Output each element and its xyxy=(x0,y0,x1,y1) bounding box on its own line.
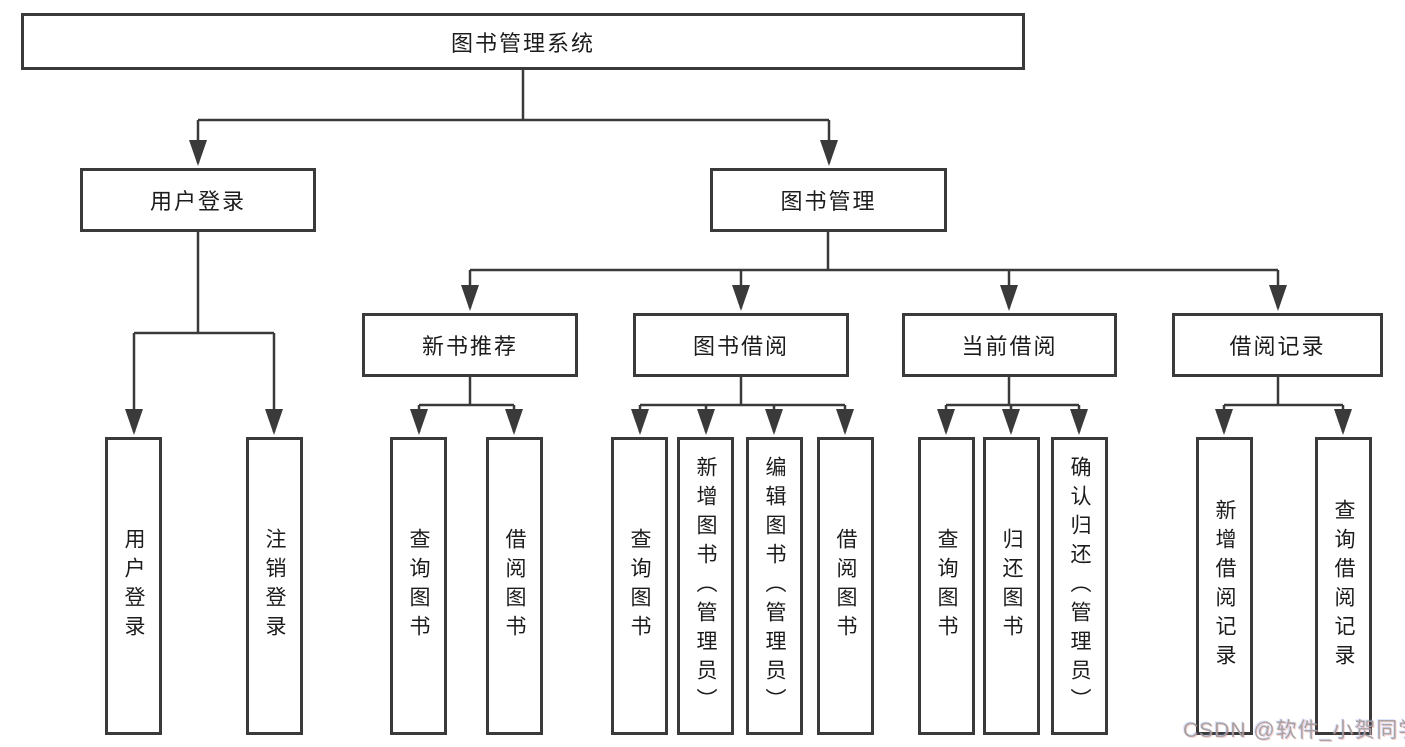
node-book-management: 图书管理 xyxy=(710,168,947,232)
node-borrow-records: 借阅记录 xyxy=(1172,313,1383,377)
leaf-borrow-books-under-recommend: 借阅图书 xyxy=(486,437,543,735)
leaf-query-borrow-record: 查询借阅记录 xyxy=(1315,437,1372,735)
node-current-borrowing: 当前借阅 xyxy=(902,313,1117,377)
leaf-borrow-books-under-borrowing: 借阅图书 xyxy=(817,437,874,735)
leaf-query-books-under-current: 查询图书 xyxy=(918,437,975,735)
leaf-logout: 注销登录 xyxy=(246,437,303,735)
node-user-login: 用户登录 xyxy=(80,168,316,232)
leaf-add-borrow-record: 新增借阅记录 xyxy=(1196,437,1253,735)
leaf-query-books-under-recommend: 查询图书 xyxy=(390,437,447,735)
node-book-borrowing: 图书借阅 xyxy=(633,313,849,377)
leaf-user-login: 用户登录 xyxy=(105,437,162,735)
node-library-management-system: 图书管理系统 xyxy=(21,13,1025,70)
leaf-edit-book-admin: 编辑图书（管理员） xyxy=(746,437,803,735)
leaf-add-book-admin: 新增图书（管理员） xyxy=(677,437,734,735)
leaf-confirm-return-admin: 确认归还（管理员） xyxy=(1051,437,1108,735)
watermark: CSDN @软件_小贺同学 xyxy=(1183,719,1405,742)
connector-elbows xyxy=(134,70,1343,407)
leaf-query-books-under-borrowing: 查询图书 xyxy=(611,437,668,735)
node-new-book-recommend: 新书推荐 xyxy=(362,313,578,377)
leaf-return-book: 归还图书 xyxy=(983,437,1040,735)
